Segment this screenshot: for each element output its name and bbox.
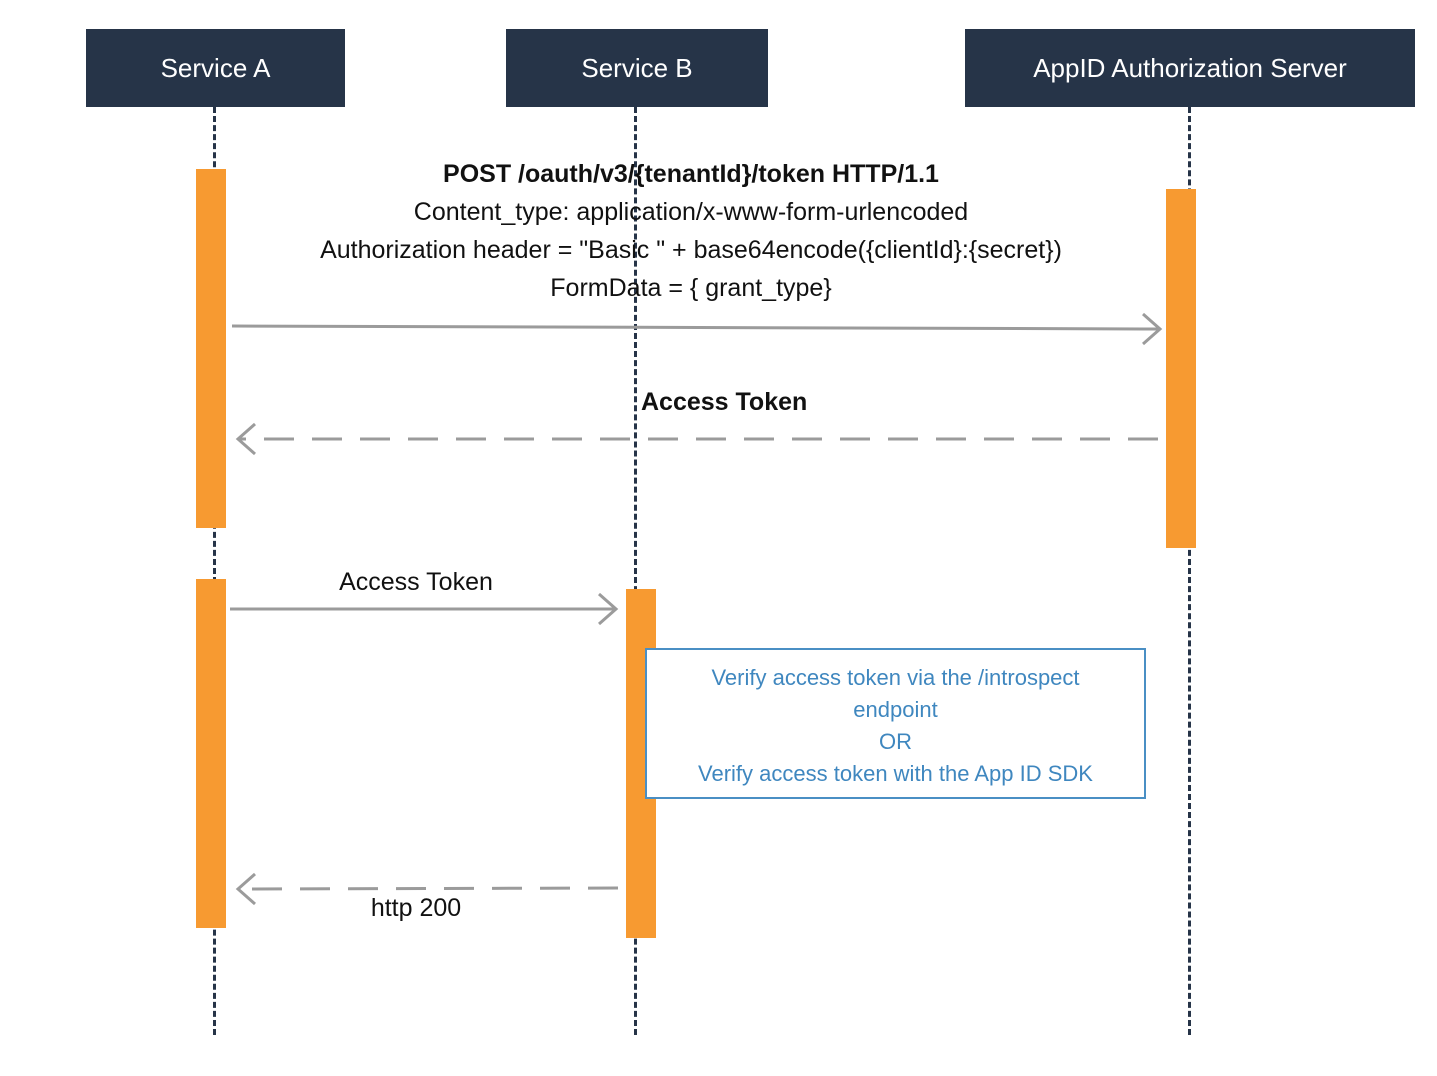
- actor-service-b-label: Service B: [581, 52, 693, 83]
- activation-service-a-2: [196, 579, 226, 928]
- request-arrow: [231, 312, 1163, 346]
- actor-appid-server: AppID Authorization Server: [965, 29, 1415, 107]
- request-line-2: Content_type: application/x-www-form-url…: [413, 198, 969, 226]
- lifeline-service-a: [213, 107, 216, 1035]
- request-line-1: POST /oauth/v3/{tenantId}/token HTTP/1.1: [443, 160, 939, 188]
- note-line-2: endpoint: [853, 697, 938, 722]
- activation-appid-server: [1166, 189, 1196, 548]
- token-response-arrow: [235, 422, 1158, 456]
- lifeline-service-b: [634, 107, 637, 1035]
- actor-appid-server-label: AppID Authorization Server: [1033, 52, 1347, 83]
- actor-service-a-label: Service A: [160, 52, 271, 83]
- token-forward-label: Access Token: [339, 568, 493, 596]
- verify-token-note: Verify access token via the /introspect …: [645, 648, 1146, 799]
- token-response-label: Access Token: [641, 388, 808, 416]
- actor-service-b: Service B: [506, 29, 768, 107]
- http-response-label: http 200: [370, 894, 462, 922]
- lifeline-appid-server: [1188, 107, 1191, 1035]
- note-line-4: Verify access token with the App ID SDK: [698, 761, 1093, 786]
- note-line-3: OR: [879, 729, 912, 754]
- request-line-4: FormData = { grant_type}: [550, 274, 832, 302]
- actor-service-a: Service A: [86, 29, 345, 107]
- note-line-1: Verify access token via the /introspect: [711, 665, 1080, 690]
- activation-service-a-1: [196, 169, 226, 528]
- request-line-3: Authorization header = "Basic " + base64…: [320, 236, 1062, 264]
- token-forward-arrow: [230, 592, 619, 626]
